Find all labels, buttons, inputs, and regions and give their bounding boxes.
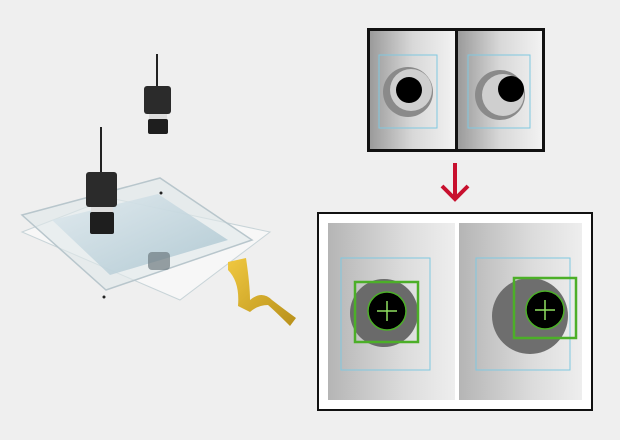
crosshair-icon	[367, 291, 407, 331]
down-arrow-icon	[440, 163, 470, 202]
crosshair-icon	[525, 290, 565, 330]
camera-icon	[144, 54, 171, 134]
before-image-panel	[367, 28, 545, 152]
after-image-panel	[317, 212, 593, 411]
glass-panel-icon	[20, 177, 272, 301]
flex-cable-icon	[228, 258, 296, 326]
camera-icon	[86, 127, 117, 234]
